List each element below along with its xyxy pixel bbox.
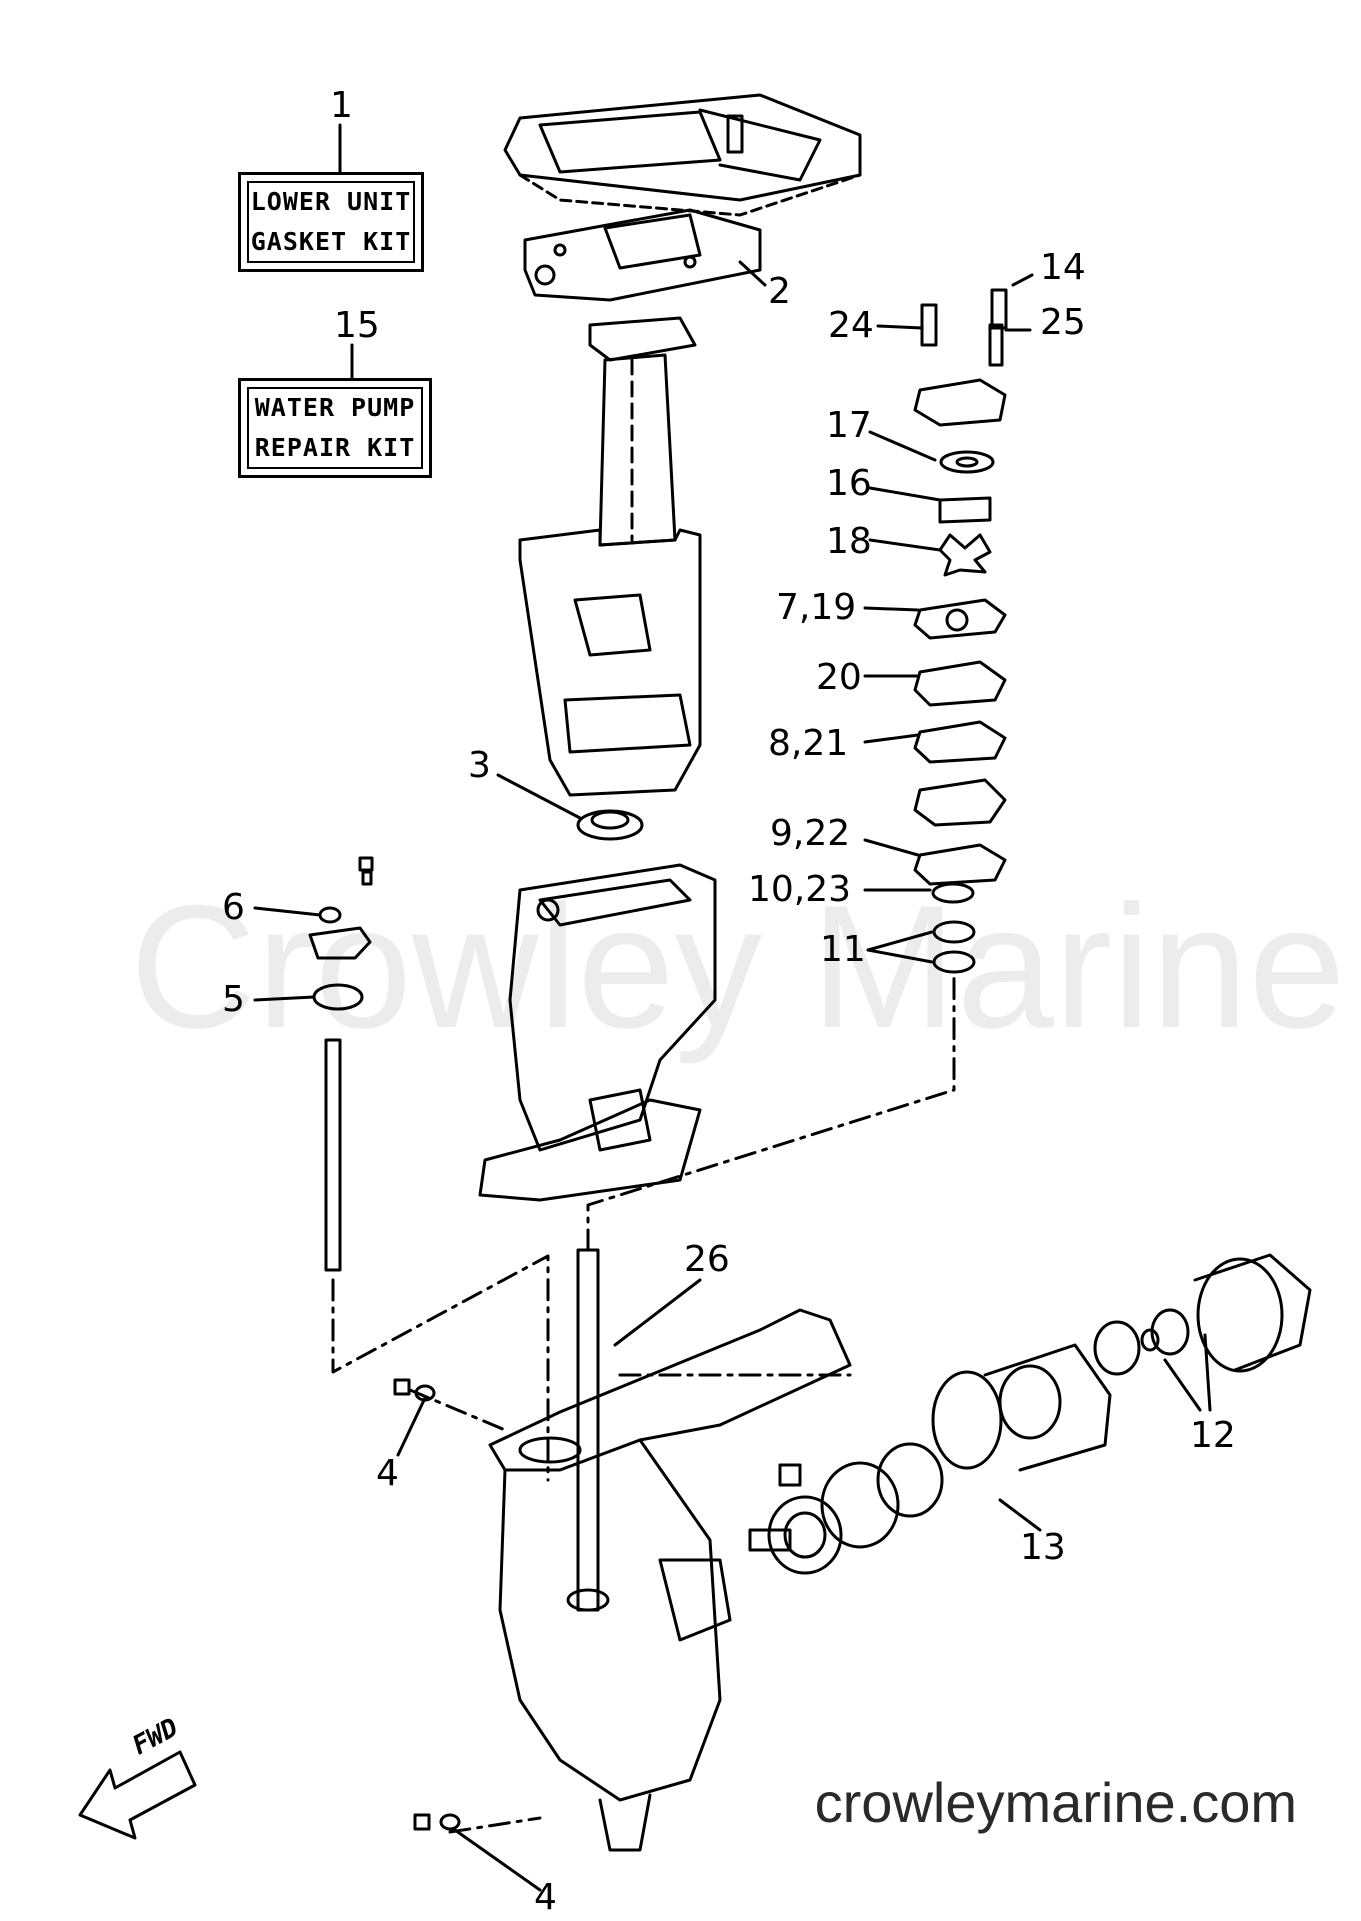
leader-12a bbox=[1163, 1358, 1202, 1412]
callout-12: 12 bbox=[1190, 1415, 1236, 1456]
phantom-lines bbox=[331, 970, 956, 1834]
callout-5: 5 bbox=[222, 979, 245, 1020]
exhaust-cover-part bbox=[503, 93, 862, 217]
callout-17: 17 bbox=[826, 405, 872, 446]
upper-plate-part bbox=[588, 316, 697, 362]
callout-25: 25 bbox=[1040, 302, 1086, 343]
callout-3: 3 bbox=[468, 745, 491, 786]
leader-18 bbox=[868, 538, 942, 552]
website-url: crowleymarine.com bbox=[814, 1771, 1297, 1834]
kit-line: LOWER UNIT bbox=[250, 187, 412, 216]
shift-rod-part bbox=[308, 856, 374, 1272]
callout-8-21: 8,21 bbox=[768, 723, 849, 764]
kit-line: REPAIR KIT bbox=[254, 433, 416, 462]
kit-line: WATER PUMP bbox=[254, 393, 416, 422]
kit-box-inner: LOWER UNIT GASKET KIT bbox=[247, 181, 415, 263]
leader-11a bbox=[866, 930, 934, 952]
leader-26 bbox=[613, 1278, 702, 1347]
callout-14: 14 bbox=[1040, 247, 1086, 288]
leader-7-19 bbox=[863, 606, 920, 612]
callout-18: 18 bbox=[826, 521, 872, 562]
leader-3 bbox=[496, 773, 582, 820]
leader-8-21 bbox=[863, 733, 920, 744]
leader-12b bbox=[1203, 1333, 1212, 1412]
callout-9-22: 9,22 bbox=[770, 813, 851, 854]
bolt-4-lower-part bbox=[413, 1813, 461, 1831]
callout-13: 13 bbox=[1020, 1527, 1066, 1568]
leader-4b bbox=[453, 1828, 542, 1892]
kit-line: GASKET KIT bbox=[250, 227, 412, 256]
leader-6 bbox=[253, 906, 322, 917]
callout-6: 6 bbox=[222, 887, 245, 928]
callout-7-19: 7,19 bbox=[776, 587, 857, 628]
upper-casing-part bbox=[478, 863, 717, 1202]
callout-2: 2 bbox=[768, 271, 791, 312]
driveshaft-housing-part bbox=[518, 353, 702, 797]
callout-10-23: 10,23 bbox=[748, 869, 852, 910]
callout-24: 24 bbox=[828, 305, 874, 346]
lower-unit-gasket-kit-box: LOWER UNIT GASKET KIT bbox=[238, 172, 424, 272]
leader-5 bbox=[253, 995, 316, 1002]
callout-15: 15 bbox=[334, 305, 380, 346]
callout-1: 1 bbox=[330, 85, 353, 126]
leader-17 bbox=[868, 430, 937, 462]
callout-11: 11 bbox=[820, 929, 866, 970]
callout-16: 16 bbox=[826, 463, 872, 504]
leader-11b bbox=[866, 948, 934, 964]
leader-16 bbox=[868, 486, 942, 502]
callout-26: 26 bbox=[684, 1239, 730, 1280]
kit-box-inner: WATER PUMP REPAIR KIT bbox=[247, 387, 423, 469]
lower-casing-part bbox=[488, 1308, 852, 1852]
callout-4-upper: 4 bbox=[376, 1453, 399, 1494]
leader-4a bbox=[396, 1396, 427, 1457]
fwd-arrow-icon bbox=[78, 1750, 197, 1840]
water-pump-repair-kit-box: WATER PUMP REPAIR KIT bbox=[238, 378, 432, 478]
gasket-2-part bbox=[523, 208, 762, 302]
leader-14 bbox=[1011, 273, 1034, 287]
leader-24 bbox=[876, 324, 924, 330]
leader-2 bbox=[738, 260, 767, 287]
propeller-shaft-assembly-part bbox=[748, 1253, 1312, 1575]
water-pump-stack-part bbox=[913, 288, 1008, 974]
callout-4-lower: 4 bbox=[534, 1877, 557, 1918]
callout-20: 20 bbox=[816, 657, 862, 698]
leader-13 bbox=[998, 1498, 1042, 1532]
seal-3-part bbox=[576, 809, 644, 841]
leader-9-22 bbox=[863, 838, 920, 857]
driveshaft-part bbox=[566, 1248, 610, 1612]
